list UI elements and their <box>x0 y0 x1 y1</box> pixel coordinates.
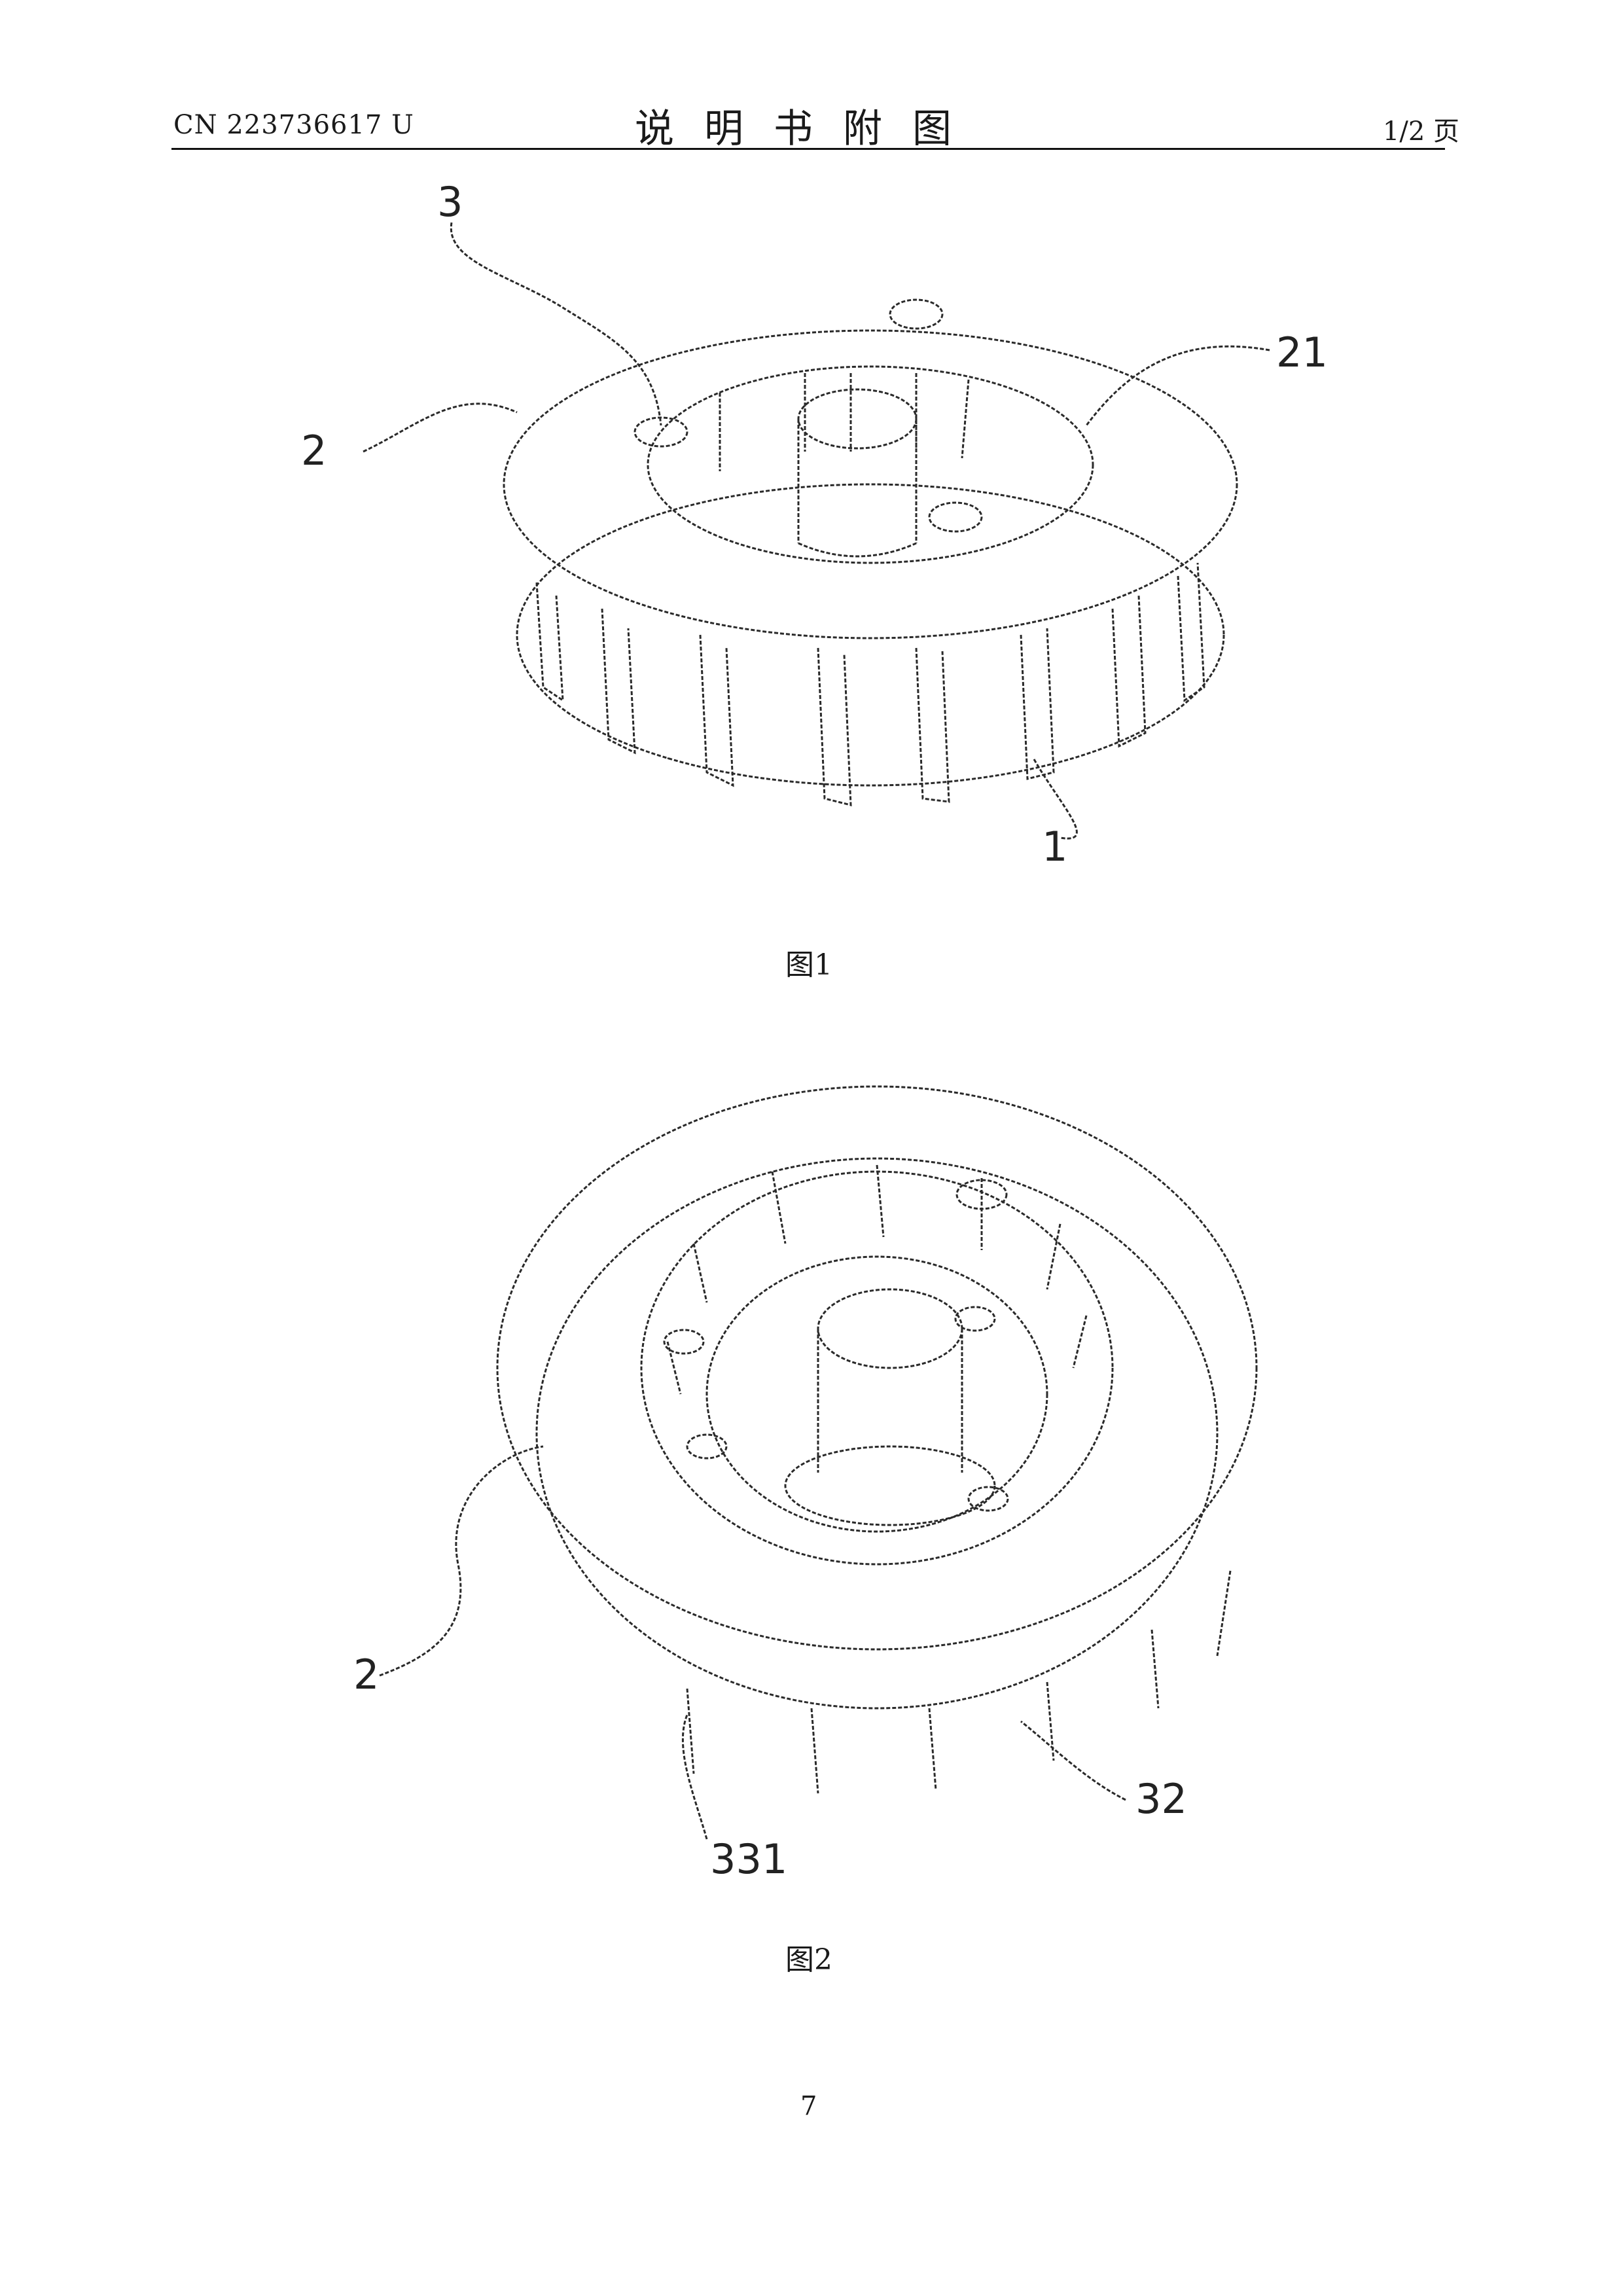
callout-21: 21 <box>1276 329 1328 376</box>
callout-331: 331 <box>710 1835 787 1883</box>
blade-group <box>537 563 1204 805</box>
figure-2-drawing: 2 32 331 <box>0 1028 1623 1911</box>
figure-1-caption: 图1 <box>785 941 832 983</box>
outer-blades <box>687 1571 1230 1793</box>
page-number: 7 <box>800 2091 817 2121</box>
mount-tab-right <box>929 503 982 531</box>
inner-blades <box>668 1165 1086 1394</box>
top-ring-outer <box>504 331 1237 638</box>
hub-flange <box>785 1446 995 1525</box>
bottom-ring-outline <box>537 1158 1217 1708</box>
leader-21 <box>1086 346 1270 425</box>
bottom-ring-outline <box>517 484 1224 785</box>
figure-1-drawing: 3 21 2 1 <box>0 177 1623 929</box>
callout-2: 2 <box>353 1651 379 1698</box>
mount-tab-left <box>635 418 687 446</box>
mount-tab <box>687 1435 726 1458</box>
leader-2 <box>380 1446 543 1676</box>
callout-1: 1 <box>1042 823 1067 870</box>
header-rule <box>171 148 1445 150</box>
mount-tab-top <box>890 300 942 329</box>
top-ring-inner <box>648 367 1093 563</box>
hub-body <box>798 419 916 543</box>
hub-base <box>798 543 916 556</box>
page-title: 说明书附图 <box>635 97 982 154</box>
hub-top <box>798 389 916 448</box>
inner-shroud <box>707 1257 1047 1532</box>
sheet-indicator: 1/2 页 <box>1383 110 1459 148</box>
leader-2 <box>363 404 517 452</box>
figure-2-caption: 图2 <box>785 1936 832 1978</box>
patent-number: CN 223736617 U <box>173 110 414 140</box>
leader-3 <box>451 223 661 425</box>
callout-2: 2 <box>301 427 327 475</box>
leader-331 <box>683 1715 707 1839</box>
inner-blades <box>720 373 969 471</box>
figure-1: 3 21 2 1 <box>0 177 1623 929</box>
hub-top <box>818 1289 962 1368</box>
callout-32: 32 <box>1135 1775 1187 1823</box>
leader-32 <box>1021 1721 1126 1800</box>
callout-3: 3 <box>437 178 463 226</box>
figure-2: 2 32 331 <box>0 1028 1623 1911</box>
